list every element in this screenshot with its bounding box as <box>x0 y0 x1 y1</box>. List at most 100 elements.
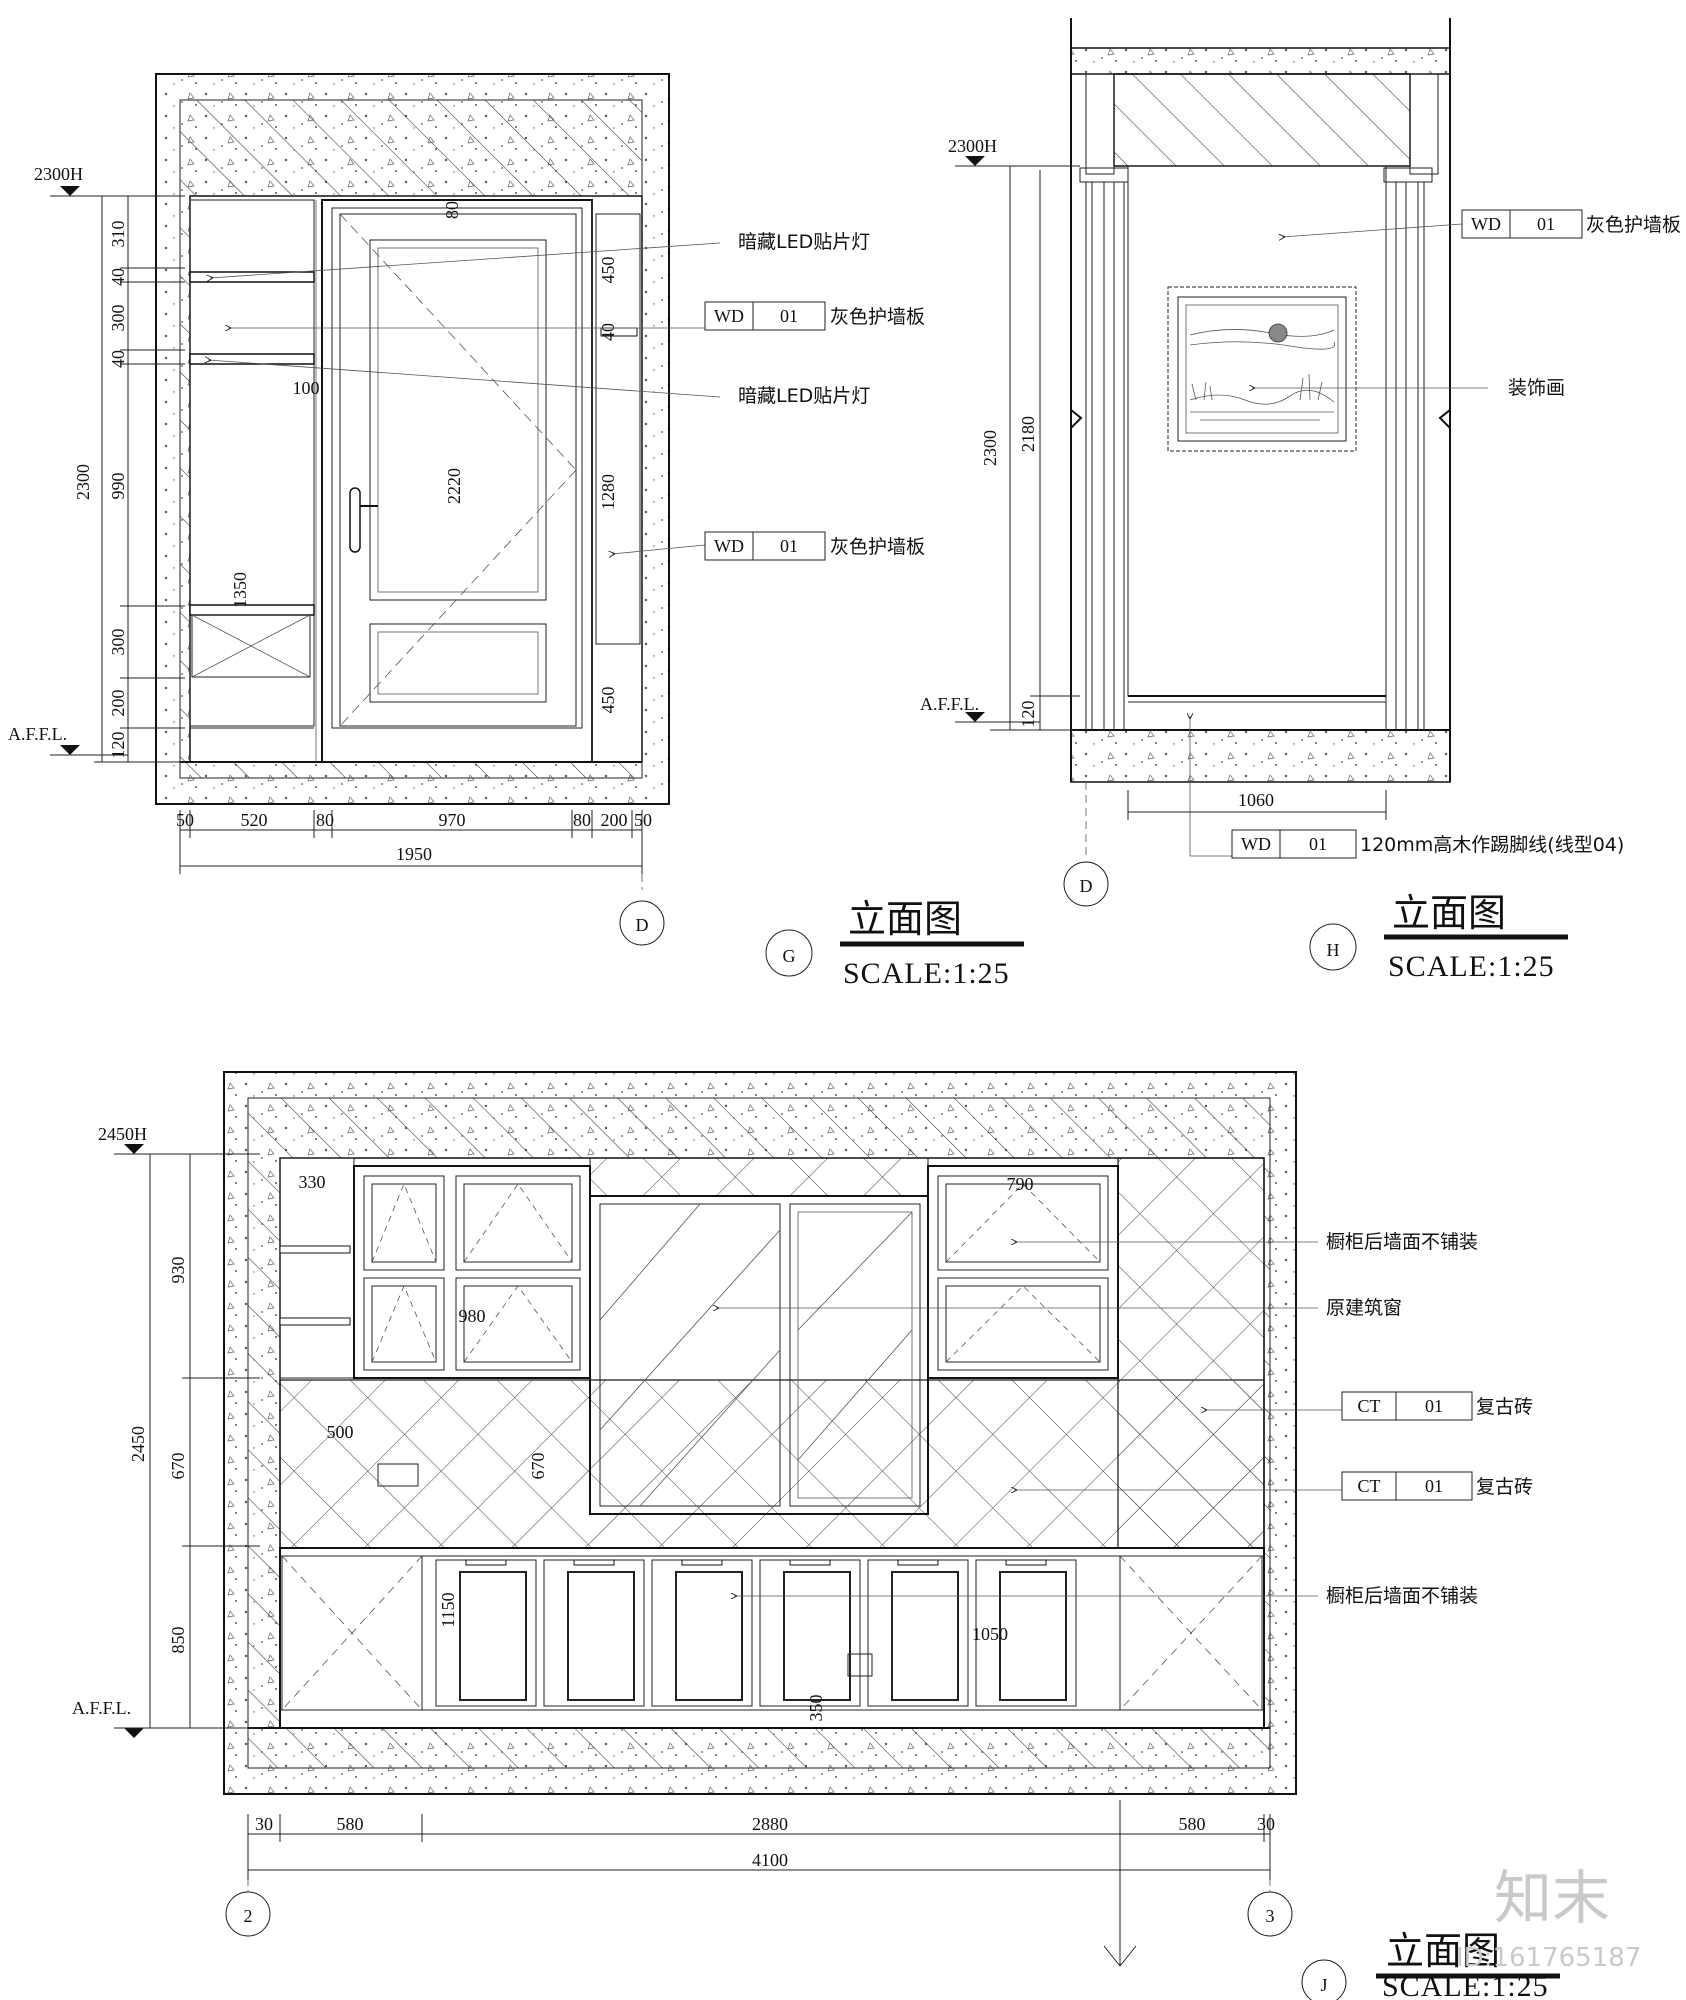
g-dim-bottom-4: 80 <box>573 810 591 830</box>
j-scale: SCALE:1:25 <box>1382 1970 1549 2000</box>
g-dim-door-height: 2220 <box>444 468 464 504</box>
g-level-top-icon <box>60 186 80 196</box>
h-wall-hatch <box>1113 73 1411 167</box>
h-grid-marker-d <box>1063 861 1109 907</box>
g-dim-bottom-2: 80 <box>316 810 334 830</box>
g-total-width: 1950 <box>396 844 432 864</box>
g-note-led-2: 暗藏LED贴片灯 <box>738 385 870 407</box>
g-grid-label: D <box>636 915 649 935</box>
g-view-marker <box>765 929 813 977</box>
g-dim-100: 100 <box>293 378 320 398</box>
h-dim-120: 120 <box>1018 701 1038 728</box>
g-note-2-text: 灰色护墙板 <box>830 306 925 328</box>
g-left-niche <box>189 199 315 727</box>
j-note-2: 原建筑窗 <box>1326 1297 1402 1319</box>
g-dim-right-450a: 450 <box>598 257 618 284</box>
h-note-3-text: 120mm高木作踢脚线(线型04) <box>1360 834 1624 856</box>
g-dim-right-40: 40 <box>598 323 618 341</box>
h-wall-panel <box>1127 165 1387 697</box>
j-dim-350: 350 <box>806 1695 826 1722</box>
g-level-floor: A.F.F.L. <box>8 724 67 744</box>
g-dim-bottom-5: 200 <box>601 810 628 830</box>
j-dim-bottom-3: 580 <box>1179 1814 1206 1834</box>
g-note-2-code: WD <box>714 306 744 326</box>
h-dim-2180: 2180 <box>1018 416 1038 452</box>
g-dim-left-6: 200 <box>108 690 128 717</box>
h-dim-1060: 1060 <box>1238 790 1274 810</box>
g-level-top: 2300H <box>34 164 83 184</box>
j-dim-bottom-1: 580 <box>337 1814 364 1834</box>
g-note-4-text: 灰色护墙板 <box>830 536 925 558</box>
j-grid-label-right: 3 <box>1266 1906 1275 1926</box>
j-dim-1150: 1150 <box>438 1592 458 1627</box>
g-dim-left-7: 120 <box>108 732 128 759</box>
h-level-floor-icon <box>965 712 985 722</box>
h-note-1-code: WD <box>1471 214 1501 234</box>
g-note-2-num: 01 <box>780 306 798 326</box>
j-note-3-num: 01 <box>1425 1396 1443 1416</box>
j-note-5: 橱柜后墙面不铺装 <box>1326 1585 1478 1607</box>
g-dim-right-1280: 1280 <box>598 474 618 510</box>
j-note-3-code: CT <box>1357 1396 1380 1416</box>
g-dim-left-1: 40 <box>108 268 128 286</box>
j-dim-500: 500 <box>327 1422 354 1442</box>
j-level-top-icon <box>124 1144 144 1154</box>
g-title: 立面图 <box>848 897 962 941</box>
j-total-height: 2450 <box>128 1426 148 1462</box>
h-note-1-num: 01 <box>1537 214 1555 234</box>
h-dim-total: 2300 <box>980 430 1000 466</box>
j-base-cabinet <box>279 1547 1265 1729</box>
j-note-4-code: CT <box>1357 1476 1380 1496</box>
g-dim-bottom-0: 50 <box>176 810 194 830</box>
h-note-painting: 装饰画 <box>1508 377 1565 399</box>
g-note-led-1: 暗藏LED贴片灯 <box>738 231 870 253</box>
h-scale: SCALE:1:25 <box>1388 950 1555 983</box>
h-title: 立面图 <box>1392 891 1506 935</box>
j-dim-980: 980 <box>459 1306 486 1326</box>
g-drawer <box>191 614 311 678</box>
j-dim-left-2: 850 <box>168 1627 188 1654</box>
h-view-marker <box>1309 923 1357 971</box>
g-level-floor-icon <box>60 745 80 755</box>
watermark-logo: 知末 <box>1494 1864 1610 1932</box>
g-dim-1350: 1350 <box>230 572 250 608</box>
j-marker-label: J <box>1320 1975 1327 1995</box>
g-door-panel-upper <box>369 239 547 601</box>
j-note-1: 橱柜后墙面不铺装 <box>1326 1231 1478 1253</box>
h-note-3-num: 01 <box>1309 834 1327 854</box>
g-wall-opening <box>189 195 643 763</box>
h-note-1-text: 灰色护墙板 <box>1586 214 1681 236</box>
h-grid-label: D <box>1080 876 1093 896</box>
g-dim-bottom-1: 520 <box>241 810 268 830</box>
h-marker-label: H <box>1327 940 1340 960</box>
h-note-3-code: WD <box>1241 834 1271 854</box>
j-dim-670: 670 <box>528 1453 548 1480</box>
j-level-floor-icon <box>124 1728 144 1738</box>
j-socket-icon <box>377 1463 419 1487</box>
g-door-panel-lower <box>369 623 547 703</box>
elevation-h <box>955 18 1568 971</box>
g-dim-bottom-3: 970 <box>439 810 466 830</box>
j-dim-bottom-2: 2880 <box>752 1814 788 1834</box>
h-decorative-painting <box>1167 286 1357 452</box>
g-shelf-1 <box>189 271 315 283</box>
g-note-4-code: WD <box>714 536 744 556</box>
j-dim-bottom-0: 30 <box>255 1814 273 1834</box>
j-tile-right <box>1117 1157 1265 1549</box>
j-note-4-num: 01 <box>1425 1476 1443 1496</box>
g-shelf-2 <box>189 353 315 365</box>
g-dim-left-3: 40 <box>108 350 128 368</box>
j-title: 立面图 <box>1386 1929 1500 1973</box>
j-note-4-text: 复古砖 <box>1476 1476 1533 1498</box>
g-dim-left-2: 300 <box>108 305 128 332</box>
j-dim-1050: 1050 <box>972 1624 1008 1644</box>
j-grid-label-left: 2 <box>244 1906 253 1926</box>
j-dim-bottom-4: 30 <box>1257 1814 1275 1834</box>
watermark-id: ID:161765187 <box>1456 1943 1641 1973</box>
j-grid-marker-3 <box>1247 1891 1293 1937</box>
j-dim-330: 330 <box>299 1172 326 1192</box>
g-dim-door-top: 80 <box>442 201 462 219</box>
g-total-height: 2300 <box>73 464 93 500</box>
g-dim-right-450b: 450 <box>598 687 618 714</box>
